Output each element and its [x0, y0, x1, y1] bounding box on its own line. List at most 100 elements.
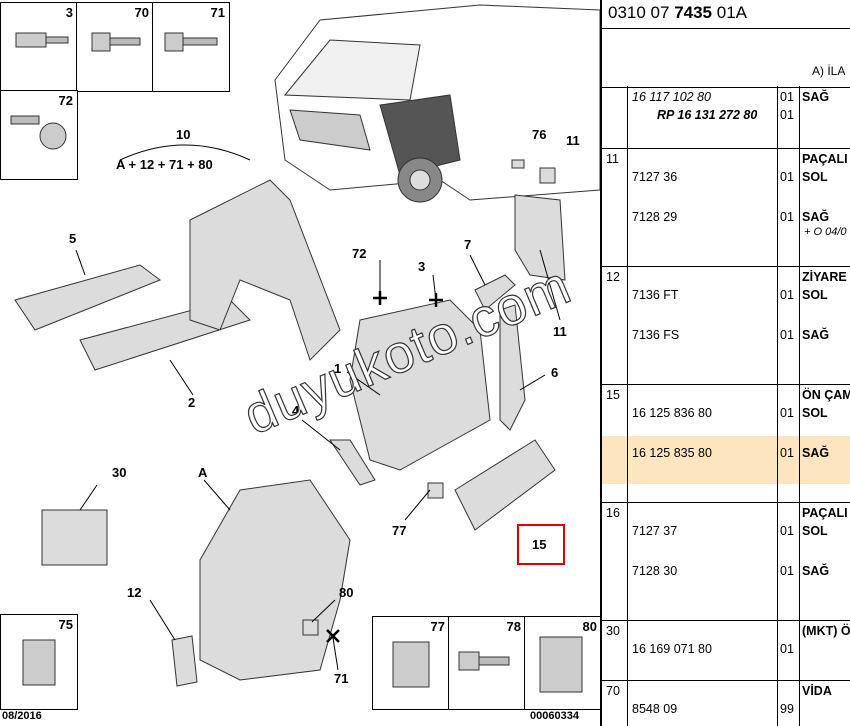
part-number[interactable]: 7127 36: [632, 170, 678, 184]
part-5-rail: [14, 264, 162, 331]
part-number[interactable]: 16 125 835 80: [632, 446, 712, 460]
quantity: 01: [780, 90, 794, 104]
thumb-label: 78: [506, 619, 521, 634]
part-6-strip: [499, 304, 526, 431]
thumb-box-72[interactable]: 72: [0, 90, 78, 180]
thumb-label: 72: [58, 93, 73, 108]
row-ref: 12: [606, 270, 620, 284]
thumb-label: 3: [65, 5, 73, 20]
part-side: SAĞ: [802, 564, 830, 578]
row-title: PAÇALI: [802, 506, 848, 520]
callout-4: 4: [292, 403, 300, 418]
part-side: SOL: [802, 406, 828, 420]
speed-nut-icon: [539, 636, 583, 693]
table-header: A) İLA: [602, 28, 850, 88]
part-side: SOL: [802, 524, 828, 538]
part-number[interactable]: 7128 29: [632, 210, 678, 224]
part-10-inner-panel: [189, 179, 341, 361]
row-ref: 15: [606, 388, 620, 402]
row-title: PAÇALI: [802, 152, 848, 166]
screw-icon: [10, 115, 67, 150]
header-label: A) İLA: [812, 64, 846, 78]
thumb-box-75[interactable]: 75: [0, 614, 78, 710]
callout-71: 71: [334, 671, 349, 686]
thumb-box-3[interactable]: 3: [0, 2, 78, 92]
row-title: (MKT) Ö: [802, 624, 850, 638]
part-1-fender: [349, 299, 491, 471]
part-number[interactable]: RP 16 131 272 80: [657, 108, 758, 122]
part-number[interactable]: 16 125 836 80: [632, 406, 712, 420]
part-number[interactable]: 8548 09: [632, 702, 678, 716]
part-80-clip: [302, 619, 319, 636]
row-ref: 70: [606, 684, 620, 698]
part-number[interactable]: 16 169 071 80: [632, 642, 712, 656]
row-ref: 16: [606, 506, 620, 520]
callout-15: 15: [532, 537, 547, 552]
column-divider: [777, 86, 778, 726]
thumb-label: 71: [210, 5, 225, 20]
part-16-clip: [539, 167, 556, 184]
highlighted-part-15[interactable]: 15: [517, 524, 565, 565]
parts-diagram: 3 70 71 72 75 77 78 80 10 A + 12 + 71 + …: [0, 2, 602, 722]
callout-72: 72: [352, 246, 367, 261]
callout-80: 80: [339, 585, 354, 600]
callout-6: 6: [551, 365, 559, 380]
thumb-label: 70: [134, 5, 149, 20]
thumb-box-70[interactable]: 70: [76, 2, 154, 92]
part-76-pin: [511, 159, 525, 169]
callout-a: A: [198, 465, 208, 480]
part-side: SAĞ: [802, 90, 830, 104]
callout-1: 1: [334, 361, 342, 376]
part-side: SAĞ: [802, 328, 830, 342]
part-number[interactable]: 7136 FS: [632, 328, 680, 342]
quantity: 01: [780, 288, 794, 302]
part-number[interactable]: 7127 37: [632, 524, 678, 538]
callout-12: 12: [127, 585, 142, 600]
row-title: ZİYARE: [802, 270, 847, 284]
part-side: SAĞ: [802, 446, 830, 460]
callout-11: 11: [553, 324, 567, 339]
thumb-box-80[interactable]: 80: [524, 616, 602, 710]
part-number[interactable]: 7136 FT: [632, 288, 679, 302]
callout-10: 10: [176, 127, 191, 142]
part-side: SOL: [802, 170, 828, 184]
part-number[interactable]: 16 117 102 80: [632, 90, 712, 104]
part-15-moulding: [454, 439, 556, 531]
quantity: 01: [780, 564, 794, 578]
part-4-bracket: [329, 439, 376, 486]
thumb-box-71[interactable]: 71: [152, 2, 230, 92]
row-highlight: [602, 436, 850, 484]
row-title: ÖN ÇAM: [802, 388, 850, 402]
quantity: 99: [780, 702, 794, 716]
quantity: 01: [780, 524, 794, 538]
bolt-icon: [15, 32, 69, 48]
callout-5: 5: [69, 231, 77, 246]
thumb-box-77[interactable]: 77: [372, 616, 450, 710]
rivet-icon: [458, 651, 510, 671]
part-7-bracket: [474, 274, 516, 311]
reference-prefix: 0310 07: [608, 3, 675, 22]
quantity: 01: [780, 210, 794, 224]
callout-76: 76: [532, 127, 547, 142]
thumb-box-78[interactable]: 78: [448, 616, 526, 710]
formula-label: A + 12 + 71 + 80: [116, 157, 213, 172]
screw-icon: [164, 32, 218, 52]
callout-2: 2: [188, 395, 196, 410]
reference-number: 0310 07 7435 01A: [608, 3, 747, 23]
leader-lines: [75, 144, 561, 671]
reference-bold: 7435: [674, 3, 713, 22]
part-number[interactable]: 7128 30: [632, 564, 678, 578]
fastener-markers: [326, 291, 443, 643]
table-row[interactable]: 15 ÖN ÇAM 16 125 836 80 01 SOL 16 125 835 80 0…: [602, 384, 850, 503]
quantity: 01: [780, 446, 794, 460]
quantity: 01: [780, 406, 794, 420]
rivet-nut-icon: [22, 639, 56, 686]
part-note: + O 04/0: [804, 226, 847, 238]
